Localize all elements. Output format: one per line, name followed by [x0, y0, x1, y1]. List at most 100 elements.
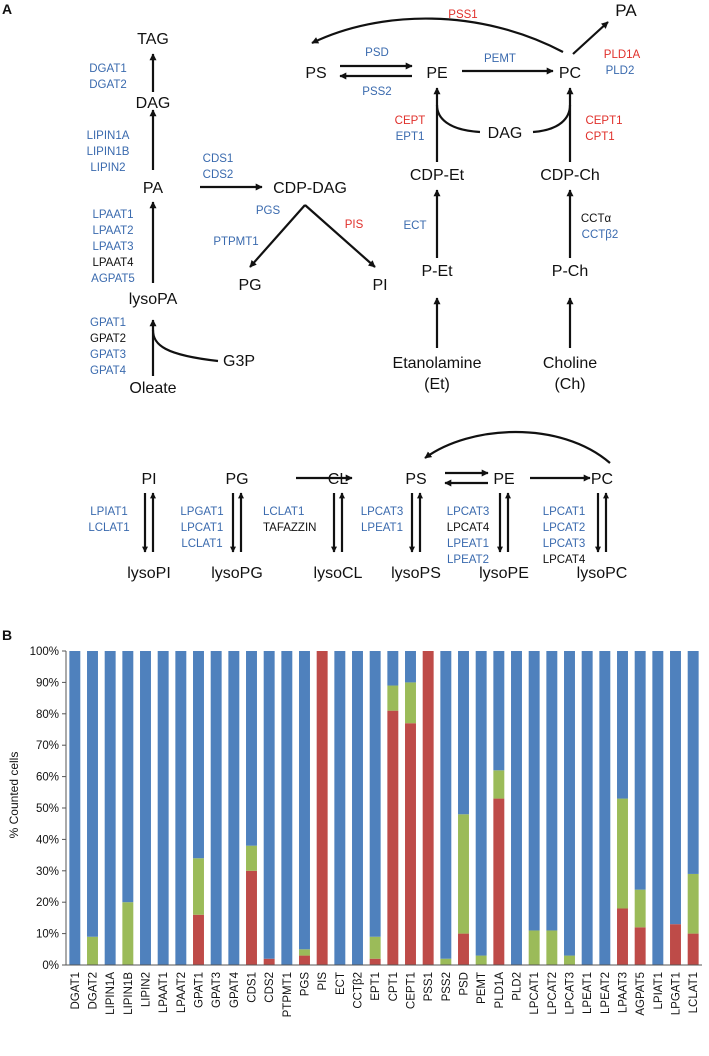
bar-segment-agpat5-0 [634, 927, 646, 965]
enzyme-lpaat3: LPAAT3 [92, 241, 133, 253]
x-tick-label: LIPIN1B [123, 972, 135, 1015]
bar-segment-gpat3-2 [210, 651, 222, 965]
bar-segment-ect-2 [334, 651, 346, 965]
bar-segment-lipin1b-2 [122, 651, 134, 903]
bar-segment-lpeat1-2 [581, 651, 593, 965]
enzyme-pemt: PEMT [484, 53, 516, 65]
bar-segment-lpcat2-2 [546, 651, 558, 931]
bar-segment-cept1-0 [405, 723, 416, 965]
bar-segment-cpt1-2 [387, 651, 399, 686]
y-tick-label: 10% [36, 929, 59, 941]
enzyme-lpeat2-pe: LPEAT2 [447, 554, 489, 566]
enzyme-pld1a: PLD1A [604, 49, 641, 61]
enzyme-cds2: CDS2 [203, 169, 234, 181]
enzyme-agpat5: AGPAT5 [91, 273, 135, 285]
node-r-lysocl: lysoCL [314, 565, 363, 582]
enzyme-cept1: CEPT1 [585, 115, 622, 127]
bar-segment-gpat4-2 [228, 651, 240, 965]
arrow-cdpdag-pi [304, 204, 376, 268]
node-r-pi: PI [141, 471, 156, 488]
y-tick-label: 70% [36, 740, 59, 752]
enzyme-lpcat3-ps: LPCAT3 [361, 506, 404, 518]
node-pe: PE [426, 65, 447, 82]
node-etanolamine: Etanolamine [393, 355, 482, 372]
bar-segment-ept1-1 [369, 936, 381, 959]
bar-segment-lpcat1-2 [528, 651, 540, 931]
bar-segment-lpaat2-2 [175, 651, 187, 965]
x-tick-label: PEMT [476, 972, 488, 1004]
bar-segment-ptpmt1-2 [281, 651, 293, 965]
x-tick-label: LPCAT2 [547, 972, 559, 1015]
node-r-pg: PG [225, 471, 248, 488]
x-tick-label: CDS2 [264, 972, 276, 1003]
bar-segment-lpeat2-2 [599, 651, 611, 965]
enzyme-gpat1: GPAT1 [90, 317, 126, 329]
x-tick-label: GPAT1 [194, 972, 206, 1008]
x-tick-label: LCLAT1 [688, 972, 700, 1013]
bar-segment-pss2-1 [440, 958, 452, 965]
enzyme-pgs: PGS [256, 205, 281, 217]
node-cdp-et: CDP-Et [410, 167, 465, 184]
x-tick-label: PSD [459, 972, 471, 996]
enzyme-lpcat1-pg: LPCAT1 [181, 522, 224, 534]
bar-segment-ept1-2 [369, 651, 381, 937]
node-choline: Choline [543, 355, 597, 372]
x-tick-label: PLD1A [494, 972, 506, 1009]
node-r-pc: PC [591, 471, 613, 488]
arrow-g3p-join [151, 329, 219, 363]
bar-segment-ept1-0 [369, 958, 381, 965]
enzyme-dgat2: DGAT2 [89, 79, 127, 91]
y-tick-label: 20% [36, 897, 59, 909]
node-r-lysopc: lysoPC [577, 565, 628, 582]
bar-segment-lclat1-1 [687, 873, 699, 934]
x-tick-label: LPEAT1 [582, 972, 594, 1014]
enzyme-lpcat2-pc: LPCAT2 [543, 522, 586, 534]
x-tick-label: LIPIN1A [105, 972, 117, 1015]
bar-segment-pld1a-2 [493, 651, 505, 771]
y-tick-label: 50% [36, 803, 59, 815]
node-g3p: G3P [223, 353, 255, 370]
bar-segment-lipin1a-2 [104, 651, 116, 965]
enzyme-ect: ECT [404, 220, 427, 232]
x-tick-label: LPAAT3 [618, 972, 630, 1013]
x-tick-label: LPAAT2 [176, 972, 188, 1013]
bar-segment-gpat1-2 [193, 651, 204, 859]
node-et: (Et) [424, 376, 450, 393]
node-p-ch: P-Ch [552, 263, 588, 280]
bar-segment-psd-1 [458, 814, 469, 934]
node-pg: PG [238, 277, 261, 294]
node-dag-left: DAG [136, 95, 171, 112]
node-pa-top: PA [615, 1, 637, 20]
enzyme-psd: PSD [365, 47, 389, 59]
x-tick-label: CPT1 [388, 972, 400, 1001]
panel-a-pathway-diagram: A [2, 1, 641, 582]
bar-segment-lclat1-0 [687, 933, 699, 965]
node-r-cl: CL [328, 471, 349, 488]
y-tick-label: 60% [36, 772, 59, 784]
arrow-dag-join-pe [435, 104, 481, 134]
bar-segment-agpat5-1 [634, 889, 646, 928]
metabolite-nodes: TAG DAG PA CDP-DAG lysoPA G3P Oleate PG … [127, 1, 637, 582]
node-pi: PI [372, 277, 387, 294]
bar-segment-lipin1b-1 [122, 902, 134, 965]
x-tick-label: PLD2 [512, 972, 524, 1001]
enzyme-lpaat1: LPAAT1 [92, 209, 133, 221]
x-tick-label: PSS1 [423, 972, 435, 1001]
x-tick-label: PGS [300, 972, 312, 997]
enzyme-lpcat3-pe: LPCAT3 [447, 506, 490, 518]
bar-segment-pgs-2 [299, 651, 310, 950]
node-r-pe: PE [493, 471, 514, 488]
x-tick-label: CCTβ2 [353, 972, 365, 1009]
panel-b-label: B [2, 627, 12, 643]
x-tick-label: LPCAT1 [529, 972, 541, 1015]
bar-segment-lpaat3-0 [617, 908, 628, 965]
enzyme-pld2: PLD2 [606, 65, 635, 77]
enzyme-gpat4: GPAT4 [90, 365, 127, 377]
bar-segment-lpcat2-1 [546, 930, 558, 965]
bar-segment-psd-0 [458, 933, 469, 965]
node-r-lysops: lysoPS [391, 565, 441, 582]
node-r-lysopi: lysoPI [127, 565, 171, 582]
enzyme-pss1: PSS1 [448, 9, 477, 21]
bar-segment-lpcat3-2 [564, 651, 575, 956]
